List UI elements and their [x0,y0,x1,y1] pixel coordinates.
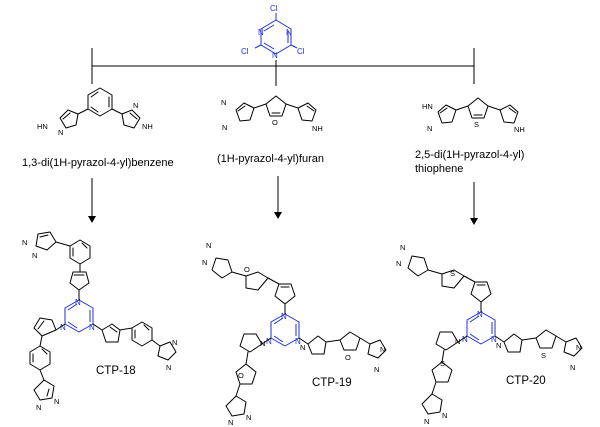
n-label-furan-left-bottom: N [222,123,227,132]
polymer-label-ctp20: CTP-20 [506,375,546,387]
monomer-thiophene: S HN N NH [422,97,525,134]
cl-atom-right: Cl [297,47,305,56]
ctp20-top-n2: N [396,259,401,268]
ctp20-left-n1: N [455,337,460,346]
ctp20-left-n3: N [424,417,429,426]
ctp20-left-s: S [440,359,445,368]
ctp19-left-n2: N [246,413,251,422]
ctp18-left-n2: N [36,403,41,412]
ctp19-right-n1: N [300,343,305,352]
monomer-name-thiophene-line1: 2,5-di(1H-pyrazol-4-yl) [415,149,524,161]
ctp19-left-n3: N [228,418,233,427]
ctp19-right-n2: N [380,345,385,354]
nh-label-right: NH [142,122,153,131]
ctp19-left-n1: N [260,339,265,348]
ctp18-triazine-n2: N [89,323,95,332]
polymer-ctp19: N N N O N N N O N N N O N N [202,241,387,427]
ctp19-triazine-n2: N [295,337,301,346]
ctp18-right-n1: N [172,338,177,347]
ctp20-right-n1: N [496,341,501,350]
branch-lines [91,48,475,86]
monomer-furan: O N N NH [221,95,323,133]
ctp18-triazine-n1: N [75,298,81,307]
ctp20-triazine-n2: N [491,335,497,344]
polymer-ctp20: N N N S N N N S N N N S N N [396,243,583,426]
ctp19-left-o: O [238,371,244,380]
ctp19-top-n2: N [202,258,207,267]
polymer-label-ctp18: CTP-18 [96,365,136,377]
ctp20-top-s: S [450,269,455,278]
n-atom-right: N [286,28,292,37]
ctp18-right-n2: N [166,363,171,372]
ctp20-top-n1: N [400,243,405,252]
ctp19-triazine-n3: N [266,337,272,346]
s-atom-thiophene: S [474,120,479,129]
monomer-name-benzene: 1,3-di(1H-pyrazol-4-yl)benzene [22,157,174,169]
n-label-left: N [58,128,63,137]
n-atom-left: N [258,28,264,37]
hn-label-thiophene: HN [422,102,433,111]
ctp19-right-o: O [345,353,351,362]
n-label-thiophene-left: N [427,124,432,133]
ctp18-top-n2: N [32,251,37,260]
o-atom-furan: O [272,118,278,127]
ctp20-triazine-n1: N [477,310,483,319]
ctp19-right-n3: N [374,365,379,374]
n-label-furan-left-top: N [221,98,226,107]
monomer-name-furan: (1H-pyrazol-4-yl)furan [217,153,324,165]
polymer-label-ctp19: CTP-19 [312,377,352,389]
nh-label-furan: NH [312,124,323,133]
nh-label-left: HN [37,122,48,131]
cl-atom-top: Cl [270,4,278,13]
polymer-ctp18: N N N N N N N [22,231,177,412]
cl-atom-left: Cl [241,47,249,56]
ctp18-left-n1: N [54,397,59,406]
cyanuric-chloride: Cl Cl Cl N N N [241,4,305,60]
ctp20-triazine-n3: N [462,335,468,344]
nh-label-thiophene: NH [514,125,525,134]
n-label-right: N [133,101,138,110]
ctp20-right-s: S [541,351,546,360]
ctp20-right-n3: N [570,363,575,372]
ctp19-top-n1: N [206,241,211,250]
monomer-benzene: HN N NH N [37,87,153,137]
ctp18-triazine-n3: N [60,323,66,332]
ctp20-left-n2: N [442,411,447,420]
monomer-name-thiophene-line2: thiophene [415,163,463,175]
ctp19-triazine-n1: N [281,312,287,321]
ctp18-top-n1: N [22,238,27,247]
n-atom-bottom: N [272,51,278,60]
ctp19-top-o: O [244,265,250,274]
ctp20-right-n2: N [576,343,581,352]
